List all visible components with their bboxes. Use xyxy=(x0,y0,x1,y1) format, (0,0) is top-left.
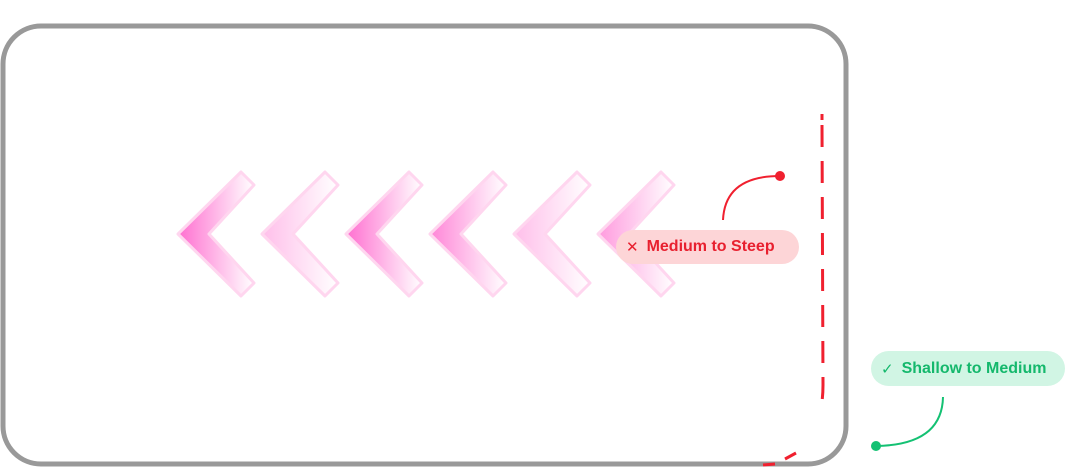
bad-connector-line xyxy=(722,175,781,221)
x-icon: ✕ xyxy=(626,239,639,256)
steep-dashed-curve xyxy=(818,114,825,413)
chevron-left-icon xyxy=(428,170,508,298)
bad-angle-text: Medium to Steep xyxy=(646,238,775,255)
chevron-left-icon xyxy=(344,170,424,298)
good-angle-label: ✓ Shallow to Medium xyxy=(871,351,1065,386)
bad-connector-dot xyxy=(775,171,785,181)
chevron-left-icon xyxy=(176,170,256,298)
good-connector-line xyxy=(875,396,944,447)
check-icon: ✓ xyxy=(881,360,894,378)
good-angle-text: Shallow to Medium xyxy=(901,359,1047,377)
device-frame xyxy=(0,23,849,467)
steep-dashed-curve-tail xyxy=(762,451,797,467)
good-connector-dot xyxy=(871,441,881,451)
chevron-left-icon xyxy=(512,170,592,298)
chevron-left-icon xyxy=(260,170,340,298)
bad-angle-label: ✕ Medium to Steep xyxy=(616,230,799,264)
chevron-row xyxy=(176,170,676,298)
